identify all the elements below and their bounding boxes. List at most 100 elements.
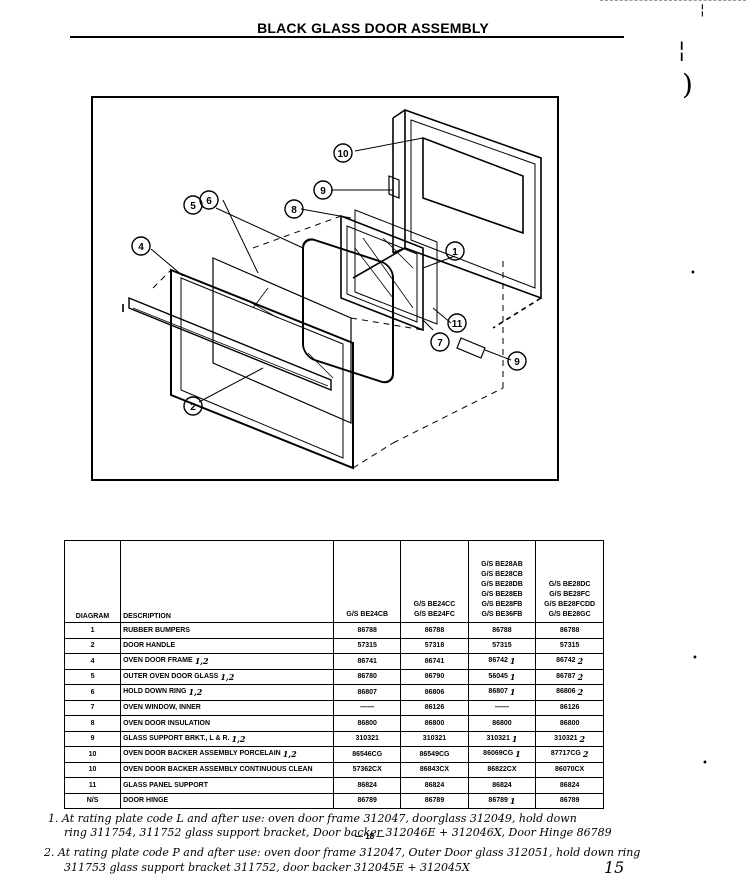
callout-8: 8	[291, 205, 297, 216]
footnote-ref: 2	[577, 671, 584, 682]
callout-9b: 9	[514, 357, 520, 368]
callout-1: 1	[452, 247, 458, 258]
part-number-text: ——	[360, 704, 375, 712]
part-number-text: 86800	[559, 719, 580, 727]
part-number-text: 86741	[357, 657, 377, 665]
glass-support-bracket	[456, 337, 486, 359]
part-number: 86824	[467, 777, 537, 794]
description-text: OVEN DOOR FRAME	[123, 657, 193, 665]
part-number: 86789	[400, 792, 469, 809]
header-description: DESCRIPTION	[120, 540, 335, 623]
part-description: DOOR HANDLE	[120, 637, 335, 654]
top-edge-mark	[600, 0, 746, 3]
part-number: 57318	[400, 637, 469, 654]
model-name: G/S BE36FB	[481, 611, 523, 618]
part-number-text: 86822CX	[487, 766, 517, 774]
footnote-ref: 2	[579, 733, 586, 744]
part-description: GLASS PANEL SUPPORT	[120, 777, 335, 794]
part-number-text: 86070CX	[555, 766, 585, 774]
part-number-text: 86549CG	[419, 750, 450, 758]
part-description: OVEN DOOR INSULATION	[120, 715, 335, 732]
model-name: G/S BE28FC	[549, 591, 591, 598]
model-name: G/S BE28EB	[481, 591, 523, 598]
glass-support-bracket-upper	[388, 175, 400, 199]
part-number-text: 86824	[424, 781, 445, 789]
part-number-text: 86741	[424, 657, 445, 665]
description-text: GLASS SUPPORT BRKT., L & R.	[123, 734, 230, 742]
part-number: 86741	[400, 653, 469, 670]
title-underline	[70, 36, 624, 38]
part-number-text: ——	[494, 704, 509, 712]
header-model-col-3: G/S BE28AB G/S BE28CB G/S BE28DB G/S BE2…	[467, 540, 537, 623]
footnote-ref: 2	[577, 656, 584, 667]
description-text: HOLD DOWN RING	[123, 688, 187, 696]
part-number-text: 86546CG	[352, 750, 383, 758]
description-text: DOOR HANDLE	[123, 642, 176, 650]
part-description: OVEN DOOR BACKER ASSEMBLY CONTINUOUS CLE…	[120, 761, 335, 778]
margin-dot: •	[692, 653, 698, 664]
oven-door-backer	[352, 108, 542, 329]
model-name: G/S BE28FB	[481, 601, 523, 608]
footnote-1-line-2: ring 311754, 311752 glass support bracke…	[64, 826, 612, 839]
callout-10: 10	[337, 149, 349, 160]
part-number: 86789	[535, 792, 604, 809]
part-number-text: 86780	[357, 673, 377, 681]
footnote-ref: 2	[582, 749, 589, 760]
outer-glass	[212, 257, 352, 424]
parts-table: DIAGRAM DESCRIPTION G/S BE24CB G/S BE24C…	[63, 540, 604, 809]
part-number: 86780	[333, 668, 402, 685]
part-number-text: 86789	[488, 796, 508, 804]
footnote-ref: 1	[509, 656, 516, 667]
callout-4: 4	[138, 242, 144, 253]
part-number: 86126	[400, 699, 469, 716]
exploded-diagram: 10 9 8 5 6 4 2 1 11 7 9	[91, 96, 559, 481]
footnote-2-line-2: 311753 glass support bracket 311752, doo…	[64, 861, 470, 874]
part-number-text: 86806	[424, 688, 445, 696]
description-text: DOOR HINGE	[123, 797, 169, 805]
part-number-text: 86126	[559, 704, 580, 712]
diagram-number: 4	[63, 653, 122, 670]
part-number-text: 86789	[357, 797, 377, 805]
part-number: 86800	[467, 715, 537, 732]
part-number-text: 86800	[424, 719, 445, 727]
description-text: OVEN DOOR BACKER ASSEMBLY PORCELAIN	[123, 750, 281, 758]
description-text: OVEN DOOR BACKER ASSEMBLY CONTINUOUS CLE…	[123, 766, 313, 774]
part-number-text: 310321	[422, 735, 447, 743]
callout-2: 2	[190, 402, 196, 413]
diagram-number: 7	[63, 699, 122, 716]
part-number: 86549CG	[400, 746, 469, 763]
part-number: 86800	[333, 715, 402, 732]
footnote-ref: 1,2	[220, 671, 235, 682]
part-number-text: 86806	[556, 688, 576, 696]
footnote-ref: 1	[511, 733, 518, 744]
part-number-text: 57362CX	[352, 766, 382, 774]
header-diagram: DIAGRAM	[63, 540, 122, 623]
part-number-text: 86788	[424, 626, 445, 634]
part-number: 86824	[400, 777, 469, 794]
diagram-number: 9	[63, 730, 122, 747]
part-description: RUBBER BUMPERS	[120, 622, 335, 639]
footnote-ref: 1,2	[282, 749, 297, 760]
part-number: 86789	[333, 792, 402, 809]
part-number-text: 86788	[492, 626, 512, 634]
part-number-text: 86824	[357, 781, 377, 789]
footnote-1-line-1: 1. At rating plate code L and after use:…	[48, 812, 577, 825]
part-number: 86788	[467, 622, 537, 639]
model-name: G/S BE28GC	[548, 611, 591, 618]
footnote-ref: 1	[509, 687, 516, 698]
footnote-ref: 1,2	[188, 687, 203, 698]
part-description: GLASS SUPPORT BRKT., L & R.1,2	[120, 730, 335, 747]
description-text: OVEN WINDOW, INNER	[123, 704, 201, 712]
